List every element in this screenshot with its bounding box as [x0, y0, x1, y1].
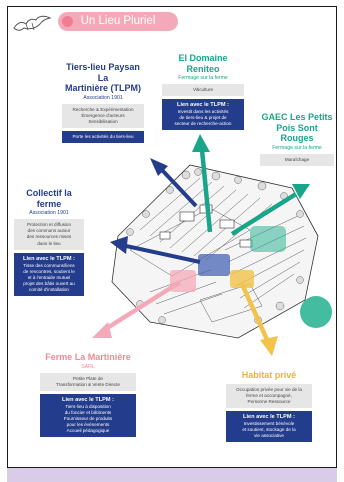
- bottom-band: [7, 468, 337, 482]
- arrow-head-gaec-icon: [292, 184, 310, 199]
- collectif-link-box: Lien avec le TLPM : Tisse des communs/li…: [14, 252, 84, 296]
- domaine-link-box: Lien avec le TLPM : Investit dans les ac…: [162, 99, 244, 131]
- arrow-to-ferme: [102, 280, 182, 332]
- collectif-activity: dans le lieu: [37, 240, 61, 246]
- tlpm-name-line1: Tiers-lieu Paysan La: [66, 62, 140, 83]
- tlpm-link-text: Porte les activités du tiers-lieu: [72, 134, 134, 140]
- arrow-head-collectif-icon: [110, 236, 128, 254]
- tlpm-name-line2: Martinière (TLPM): [64, 83, 141, 93]
- domaine-name: EI Domaine Reniteo: [178, 53, 228, 74]
- ferme-block: Ferme La Martinière SARL Petite Plate de…: [40, 352, 136, 437]
- collectif-link-line: comité d'installation: [29, 286, 69, 292]
- gaec-activity: Maraîchage: [284, 156, 310, 162]
- collectif-name: Collectif la ferme: [26, 188, 72, 209]
- ferme-link-line: Tiers-lieu à disposition: [65, 403, 111, 409]
- collectif-status: Association 1901: [29, 210, 69, 216]
- arrow-to-collectif: [125, 244, 201, 264]
- collectif-link-line: et à l'entraide mutuel: [27, 274, 71, 280]
- habitat-link-line: Investissement bénévole: [243, 421, 295, 427]
- tlpm-building-highlight: [198, 254, 230, 276]
- arrow-to-domaine: [199, 149, 213, 233]
- collectif-block: Collectif la ferme Association 1901 Prot…: [14, 188, 84, 296]
- habitat-activity: ferme et accompagné,: [246, 392, 292, 398]
- ferme-building-highlight: [170, 270, 196, 292]
- gaec-name-line1: GAEC Les Petits: [261, 112, 333, 122]
- tlpm-activities-box: Recherche & Expérimentation Émergence d'…: [62, 103, 144, 129]
- domaine-link-line: de tiers-lieu & projet de: [179, 115, 227, 121]
- connection-arrows: [92, 134, 310, 356]
- habitat-link-box: Lien avec le TLPM : Investissement bénév…: [226, 411, 312, 443]
- ferme-link-line: Fournisseur de produits: [63, 415, 113, 421]
- page-title: Un Lieu Pluriel: [58, 12, 178, 31]
- gaec-status: Fermage sur la ferme: [272, 144, 322, 151]
- domaine-status: Fermage sur la ferme: [178, 75, 228, 81]
- ferme-link-box: Lien avec le TLPM : Tiers-lieu à disposi…: [40, 393, 136, 437]
- habitat-activity: Occupation privée pour vie de la: [236, 386, 302, 392]
- tlpm-activity: Sensibilisation: [88, 118, 118, 124]
- ferme-status: SARL: [81, 363, 95, 370]
- domaine-block: EI Domaine Reniteo Fermage sur la ferme …: [162, 53, 244, 131]
- tlpm-name: Tiers-lieu Paysan La Martinière (TLPM): [62, 62, 144, 94]
- domaine-link-line: Investit dans les activités: [177, 109, 229, 115]
- ferme-activities-box: Petite Plate de Transformation & Vente D…: [40, 372, 136, 391]
- collectif-activities-box: Protection et diffusion des communs auto…: [14, 219, 84, 250]
- habitat-name: Habitat privé: [241, 370, 297, 380]
- habitat-link-line: et soutient, stockage de la: [242, 427, 296, 433]
- collectif-activity: des ressources mises: [26, 234, 72, 240]
- collectif-activity: des communs autour: [27, 228, 71, 234]
- gaec-name: GAEC Les Petits Pois Sont Rouges: [260, 112, 334, 144]
- bird-logo-icon: [13, 15, 52, 31]
- domaine-activity: Viticulture: [192, 87, 214, 92]
- arrow-head-domaine-icon: [192, 134, 210, 152]
- habitat-activities-box: Occupation privée pour vie de la ferme e…: [226, 383, 312, 409]
- tlpm-link-box: Porte les activités du tiers-lieu: [62, 131, 144, 144]
- ferme-activity: Transformation & Vente Directe: [56, 381, 120, 387]
- page-title-text: Un Lieu Pluriel: [80, 15, 156, 27]
- arrow-to-tlpm: [160, 168, 198, 208]
- title-dot-icon: [62, 16, 73, 27]
- collectif-activity: Protection et diffusion: [26, 222, 72, 227]
- collectif-link-line: projet des bâtis ouvert au: [23, 280, 75, 286]
- arrow-to-gaec: [230, 192, 298, 236]
- arrow-head-habitat-icon: [260, 336, 278, 356]
- collectif-link-line: Tisse des communs/liens: [23, 262, 75, 268]
- habitat-block: Habitat privé Occupation privée pour vie…: [226, 370, 312, 443]
- arrow-to-habitat: [239, 283, 271, 343]
- gaec-name-line2: Pois Sont Rouges: [276, 122, 318, 144]
- domaine-link-label: Lien avec le TLPM :: [177, 102, 229, 109]
- ferme-link-line: du foncier et bâtiments: [64, 409, 112, 415]
- domaine-link-line: secteur de recherche-action: [174, 121, 232, 127]
- domaine-activity-box: Viticulture: [162, 84, 244, 97]
- vineyard-circle: [300, 296, 332, 328]
- collectif-link-label: Lien avec le TLPM :: [23, 255, 75, 262]
- arrow-head-ferme-icon: [92, 322, 112, 338]
- habitat-link-line: vie associative: [254, 433, 284, 439]
- tlpm-activity: Émergence d'acteurs: [81, 112, 125, 118]
- habitat-building-highlight: [230, 270, 254, 288]
- ferme-link-line: Accueil pédagogique: [66, 427, 110, 433]
- tlpm-block: Tiers-lieu Paysan La Martinière (TLPM) A…: [62, 62, 144, 144]
- ferme-activity: Petite Plate de: [73, 375, 103, 381]
- arrow-head-tlpm-icon: [150, 158, 168, 176]
- gaec-block: GAEC Les Petits Pois Sont Rouges Fermage…: [260, 112, 334, 166]
- tlpm-status: Association 1901: [83, 94, 123, 101]
- collectif-link-line: de rencontres, soutient le: [23, 268, 75, 274]
- ferme-link-label: Lien avec le TLPM :: [62, 396, 114, 403]
- gaec-activity-box: Maraîchage: [260, 153, 334, 166]
- gaec-fields-highlight: [250, 226, 286, 252]
- habitat-link-label: Lien avec le TLPM :: [243, 414, 295, 421]
- ferme-name: Ferme La Martinière: [45, 352, 131, 362]
- ferme-link-line: pour les événements: [66, 421, 110, 427]
- habitat-activity: Personne Ressource: [247, 398, 291, 404]
- tlpm-activity: Recherche & Expérimentation: [72, 106, 134, 112]
